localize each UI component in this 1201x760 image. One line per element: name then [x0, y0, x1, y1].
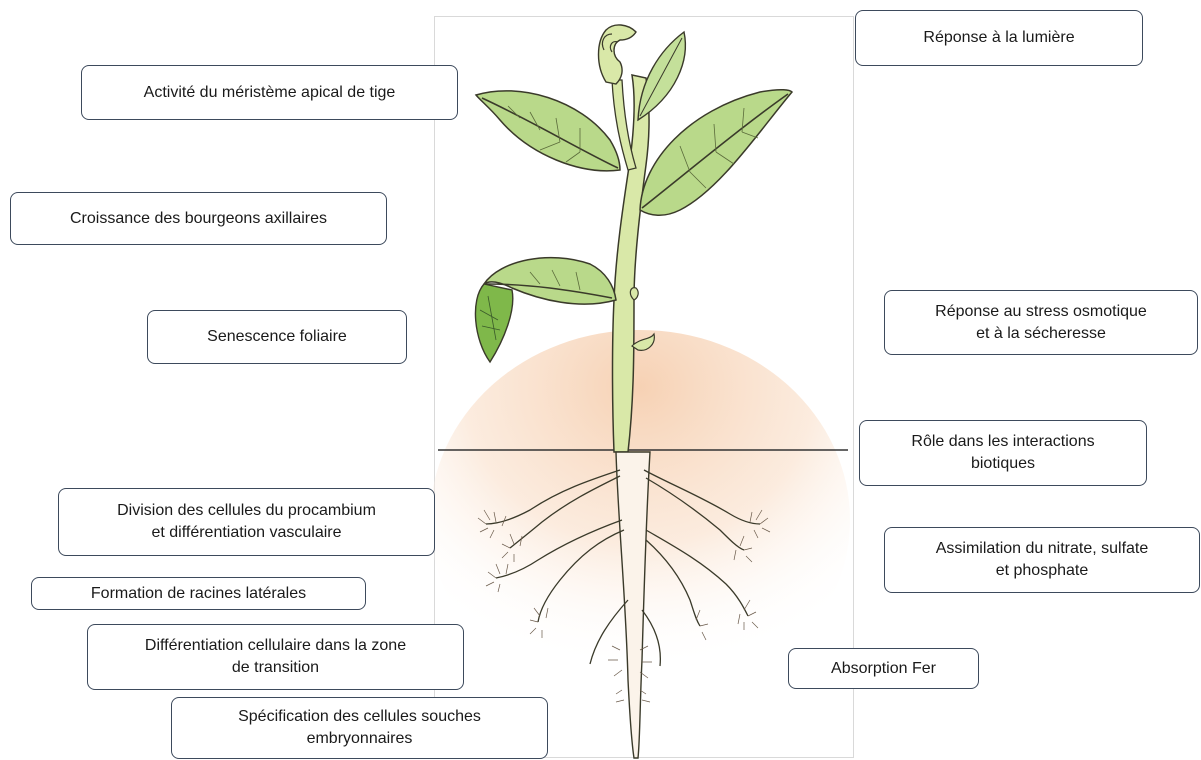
main-root — [615, 451, 651, 759]
label-transition-zone: Différentiation cellulaire dans la zone … — [87, 624, 464, 690]
label-shoot-meristem: Activité du méristème apical de tige — [81, 65, 458, 120]
label-osmotic-stress: Réponse au stress osmotique et à la séch… — [884, 290, 1198, 355]
axillary-bud — [629, 287, 639, 301]
leaf-top-right — [637, 30, 686, 122]
axillary-bud-lower — [631, 332, 655, 351]
leaf-upper-left — [474, 90, 621, 172]
label-nutrient-assimilation: Assimilation du nitrate, sulfate et phos… — [884, 527, 1200, 593]
label-biotic-interactions: Rôle dans les interactions biotiques — [859, 420, 1147, 486]
upper-stalk — [611, 79, 637, 171]
label-axillary-buds: Croissance des bourgeons axillaires — [10, 192, 387, 245]
label-leaf-senescence: Senescence foliaire — [147, 310, 407, 364]
label-light-response: Réponse à la lumière — [855, 10, 1143, 66]
label-procambium: Division des cellules du procambium et d… — [58, 488, 435, 556]
lateral-roots-left — [485, 469, 629, 665]
root-hairs — [477, 509, 771, 703]
label-stem-cells: Spécification des cellules souches embry… — [171, 697, 548, 759]
leaf-upper-right — [639, 88, 794, 216]
leaf-lower-left — [474, 256, 617, 364]
label-lateral-roots: Formation de racines latérales — [31, 577, 366, 610]
apical-bud — [597, 24, 637, 85]
lateral-roots-right — [641, 469, 761, 667]
label-iron-absorption: Absorption Fer — [788, 648, 979, 689]
